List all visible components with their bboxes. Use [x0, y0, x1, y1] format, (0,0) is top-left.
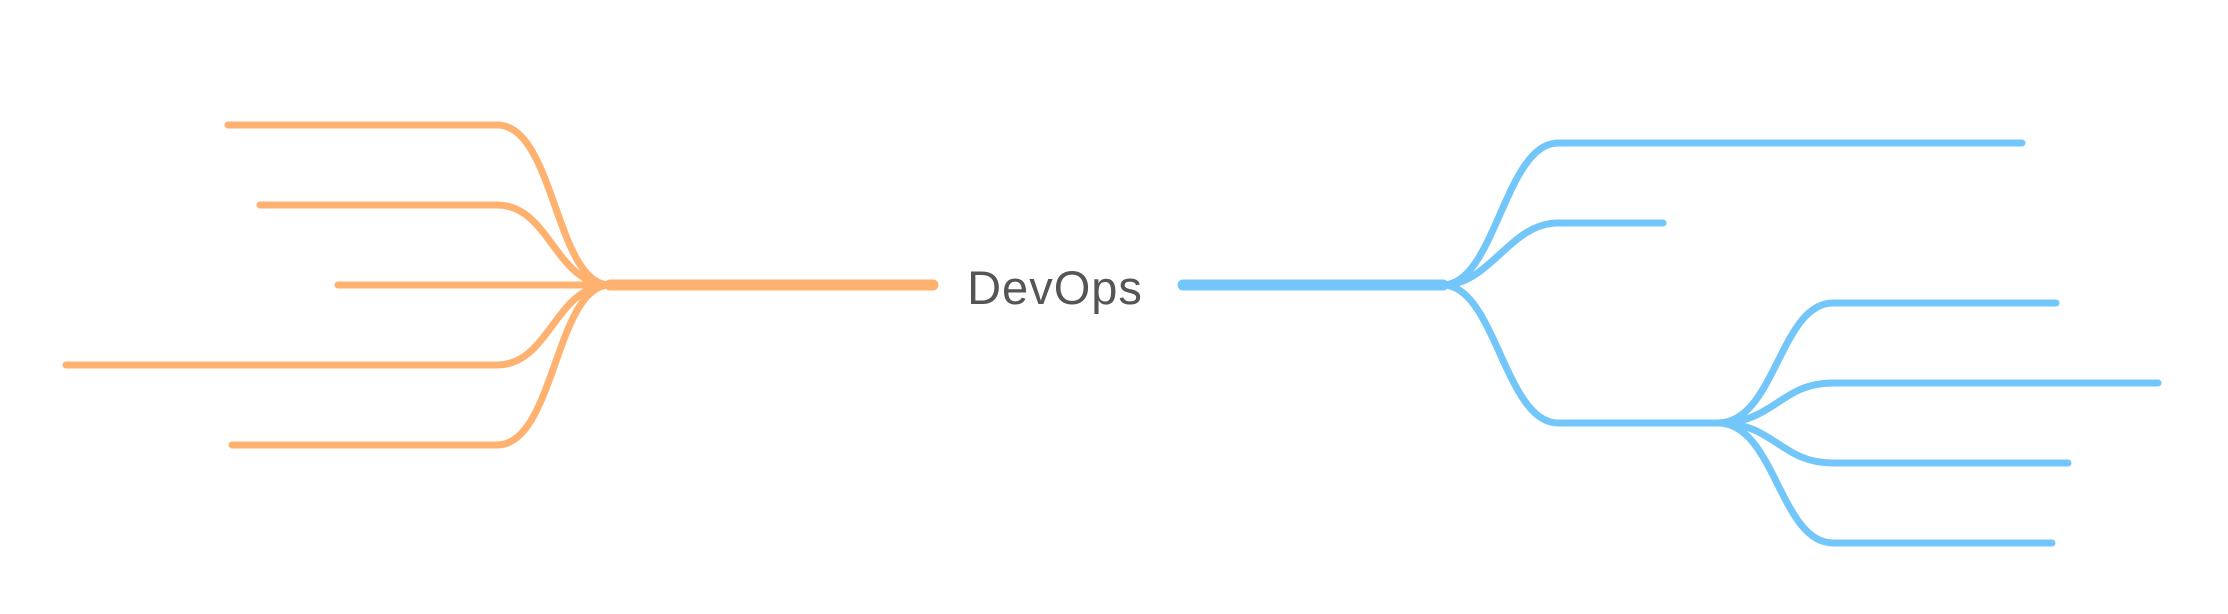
left-child-2-link[interactable]: [256, 201, 614, 289]
right-grandchild-3-link[interactable]: [1714, 419, 2072, 467]
root-node[interactable]: DevOps: [967, 261, 1143, 314]
left-child-4-link[interactable]: [62, 281, 614, 369]
right-child-3-link[interactable]: [1439, 281, 1722, 427]
left-child-5-link[interactable]: [228, 281, 614, 449]
right-grandchild-1-link[interactable]: [1714, 299, 2060, 427]
root-label: DevOps: [967, 261, 1143, 314]
right-child-1-link[interactable]: [1439, 139, 2026, 289]
left-child-1-link[interactable]: [224, 121, 614, 289]
right-grandchild-2-link[interactable]: [1714, 379, 2162, 427]
right-child-2-link[interactable]: [1439, 219, 1667, 289]
right-branch-group: [1177, 139, 2162, 547]
left-branch-group: [62, 121, 939, 449]
right-grandchild-4-link[interactable]: [1714, 419, 2056, 547]
